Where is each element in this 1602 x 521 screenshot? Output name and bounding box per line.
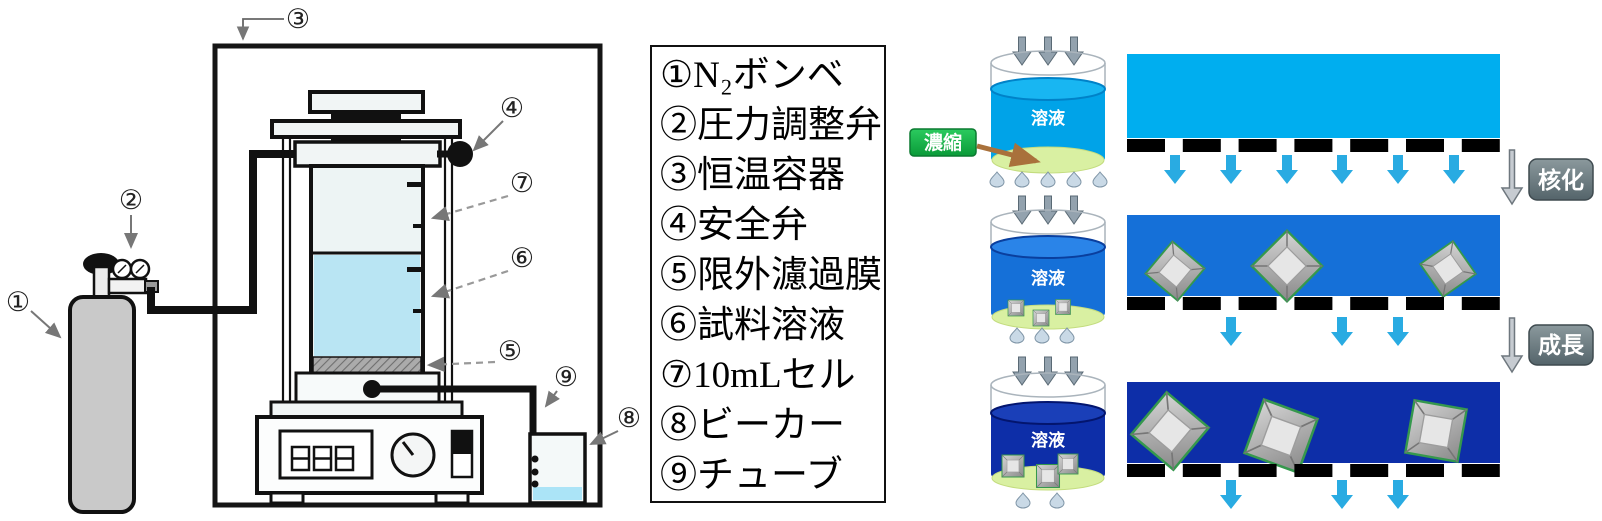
callout-6: ⑥ [510, 243, 534, 273]
legend-item-3: ③恒温容器 [660, 155, 845, 196]
permeate-arrow-icon [1220, 480, 1242, 509]
apparatus-diagram: ③ ① ② [6, 4, 641, 514]
permeate-arrow-icon [1387, 317, 1409, 346]
crystal-icon [1007, 299, 1025, 317]
permeate-drop-icon [1014, 171, 1030, 188]
cell-cap [293, 140, 442, 168]
permeate-drop-icon [989, 171, 1005, 188]
vessel-1: 溶液 [989, 36, 1108, 188]
permeate-arrow-icon [1331, 480, 1353, 509]
permeate-arrow-icon [1443, 155, 1465, 184]
inflow-arrow-icon [1012, 356, 1032, 386]
beaker [528, 432, 587, 505]
permeate-arrow-icon [1387, 155, 1409, 184]
concentrate-chip: 濃縮 [909, 128, 1041, 167]
stage-arrow-icon [1501, 149, 1523, 205]
solution-label: 溶液 [1031, 268, 1065, 288]
callout-8: ⑧ [617, 403, 641, 433]
gas-tube [147, 150, 303, 314]
concentrate-label: 濃縮 [924, 131, 962, 154]
crystal-icon [1057, 453, 1079, 475]
permeate-drop-icon [1092, 171, 1108, 188]
nucleation-chip: 核化 [1528, 158, 1594, 201]
ultrafiltration-membrane [312, 356, 422, 374]
permeate-arrow-icon [1220, 155, 1242, 184]
vessel-2: 溶液 [990, 195, 1106, 344]
callout-3: ③ [286, 4, 310, 34]
crystal-icon [1404, 399, 1468, 463]
crystal-icon [1001, 454, 1025, 478]
membrane-panel-3 [1127, 382, 1500, 509]
legend-item-5: ⑤限外濾過膜 [660, 255, 882, 296]
permeate-arrow-icon [1164, 155, 1186, 184]
callout-4: ④ [500, 93, 524, 123]
permeate-arrow-icon [1331, 155, 1353, 184]
crystal-icon [1055, 299, 1071, 315]
callout-9: ⑨ [554, 362, 578, 392]
callout-2: ② [119, 185, 143, 215]
membrane-panel-1 [1127, 54, 1500, 184]
membrane-panel-2 [1127, 215, 1500, 346]
permeate-arrow-icon [1276, 155, 1298, 184]
permeate-arrow-icon [1387, 480, 1409, 509]
process-diagram: 溶液 濃縮 溶液 [909, 36, 1594, 509]
concentrated-layer [991, 146, 1105, 174]
stage-arrow-icon [1501, 317, 1523, 373]
frame-rods [281, 137, 454, 402]
permeate-arrow-icon [1220, 317, 1242, 346]
cell-assembly [269, 90, 473, 419]
permeate-drop-icon [1066, 171, 1082, 188]
inflow-arrow-icon [1038, 356, 1058, 386]
gas-cylinder [68, 253, 159, 514]
callout-1-arrow [30, 310, 62, 339]
permeate-drop-icon [1040, 171, 1056, 188]
crystal-icon [1032, 309, 1050, 327]
permeate-drop-icon [1015, 492, 1031, 509]
sample-solution [314, 255, 420, 356]
vessel-3: 溶液 [990, 356, 1106, 509]
legend-item-2: ②圧力調整弁 [660, 105, 882, 146]
beaker-liquid [533, 487, 582, 500]
membrane-dashes [1127, 139, 1500, 152]
crystal-icon [1035, 463, 1061, 489]
legend-item-7: ⑦10mLセル [660, 355, 856, 396]
permeate-arrow-icon [1331, 317, 1353, 346]
drain-tube [372, 385, 537, 450]
callout-1: ① [6, 287, 30, 317]
solution-panel-stage1 [1127, 54, 1500, 138]
permeate-drop-icon [1034, 327, 1050, 344]
callout-3-connector [236, 18, 284, 41]
permeate-drop-icon [1009, 327, 1025, 344]
permeate-drop-icon [1059, 327, 1075, 344]
growth-label: 成長 [1538, 332, 1585, 358]
callout-5: ⑤ [498, 336, 522, 366]
safety-valve-ball [447, 141, 473, 167]
legend-item-8: ⑧ビーカー [660, 405, 845, 446]
pressure-regulator [107, 277, 148, 295]
membrane-dashes [1127, 464, 1500, 477]
permeate-drop-icon [1049, 492, 1065, 509]
solution-label: 溶液 [1031, 430, 1065, 450]
solution-label: 溶液 [1031, 108, 1065, 128]
legend-item-9: ⑨チューブ [660, 455, 843, 496]
callout-7: ⑦ [510, 168, 534, 198]
legend-box: ①N₂ボンベ ②圧力調整弁 ③恒温容器 ④安全弁 ⑤限外濾過膜 ⑥試料溶液 ⑦1… [650, 45, 886, 503]
nucleation-label: 核化 [1538, 167, 1584, 193]
inflow-arrow-icon [1064, 356, 1084, 386]
legend-item-1: ①N₂ボンベ [660, 55, 844, 96]
concentrate-arrow [976, 142, 1041, 167]
legend-item-4: ④安全弁 [660, 205, 808, 246]
stirrer-unit [255, 415, 484, 505]
cylinder-body [68, 295, 136, 514]
membrane-dashes [1127, 297, 1500, 310]
legend-item-6: ⑥試料溶液 [660, 305, 845, 346]
growth-chip: 成長 [1528, 324, 1594, 366]
